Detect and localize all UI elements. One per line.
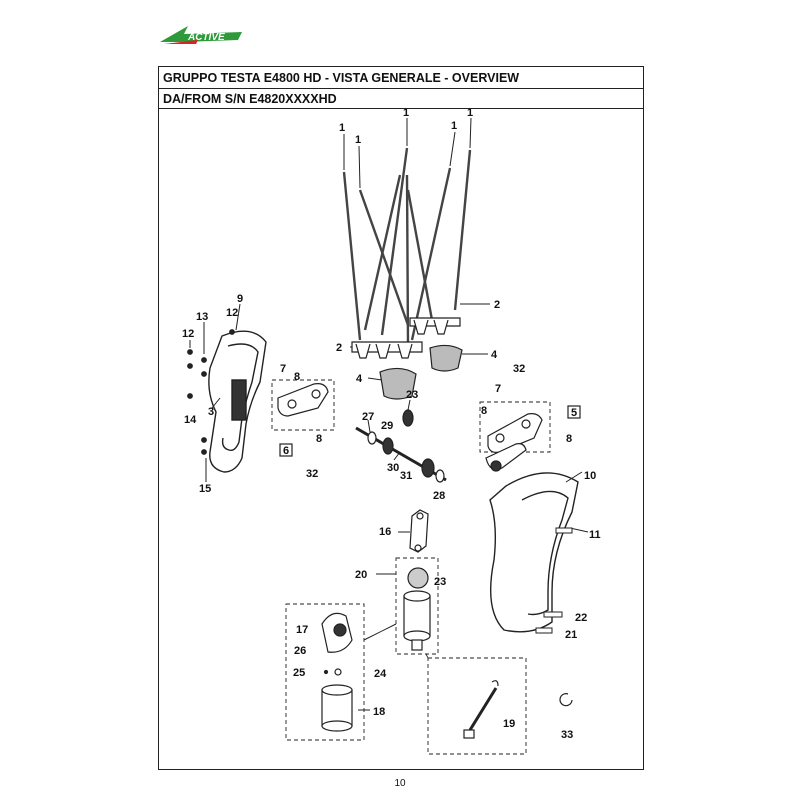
callout-11: 11 <box>589 529 601 541</box>
callout-3: 3 <box>208 406 214 418</box>
callout-16: 16 <box>379 526 391 538</box>
callout-7: 7 <box>280 363 286 375</box>
screw-set <box>187 329 235 455</box>
callout-labels: 1 1 1 1 1 2 2 3 4 4 5 6 7 7 8 8 8 8 9 10… <box>182 107 601 741</box>
gearbox-group <box>285 603 365 741</box>
callout-28: 28 <box>433 490 445 502</box>
callout-27: 27 <box>362 411 374 423</box>
handle-shell-left <box>208 330 267 473</box>
callout-30: 30 <box>387 462 399 474</box>
callout-32: 32 <box>513 363 525 375</box>
callout-5: 5 <box>571 407 577 419</box>
callout-18: 18 <box>373 706 385 718</box>
bracket-group-6 <box>271 379 335 431</box>
callout-1: 1 <box>451 120 457 132</box>
callout-24: 24 <box>374 668 387 680</box>
callout-2: 2 <box>336 342 342 354</box>
ribs-assembly <box>342 147 472 346</box>
box-label-5 <box>567 405 581 419</box>
callout-8: 8 <box>566 433 572 445</box>
callout-13: 13 <box>196 311 208 323</box>
callout-12: 12 <box>226 307 238 319</box>
cable-assembly <box>463 680 499 739</box>
callout-33: 33 <box>561 729 573 741</box>
cable-group <box>427 657 527 755</box>
callout-6: 6 <box>283 445 289 457</box>
callout-26: 26 <box>294 645 306 657</box>
callout-19: 19 <box>503 718 515 730</box>
active-logo: ACTIVE <box>160 26 242 44</box>
callout-10: 10 <box>584 470 596 482</box>
battery-cylinder <box>321 684 353 732</box>
diagram-frame: GRUPPO TESTA E4800 HD - VISTA GENERALE -… <box>158 66 644 770</box>
callout-23: 23 <box>406 389 418 401</box>
callout-8: 8 <box>481 405 487 417</box>
rib-hub <box>351 317 461 359</box>
callout-14: 14 <box>184 414 197 426</box>
callout-1: 1 <box>403 107 409 119</box>
callout-2: 2 <box>494 299 500 311</box>
rubber-boot <box>379 344 463 400</box>
callout-12: 12 <box>182 328 194 340</box>
retaining-ring <box>559 693 573 707</box>
callout-15: 15 <box>199 483 211 495</box>
callout-1: 1 <box>355 134 361 146</box>
callout-4: 4 <box>491 349 498 361</box>
motor-group <box>395 557 439 655</box>
callout-1: 1 <box>467 107 473 119</box>
serial-number: DA/FROM S/N E4820XXXXHD <box>159 89 643 109</box>
logo-text: ACTIVE <box>187 32 225 43</box>
right-arm <box>489 471 589 633</box>
callout-8: 8 <box>316 433 322 445</box>
callout-20: 20 <box>355 569 367 581</box>
page-number: 10 <box>394 778 406 789</box>
box-label-6 <box>279 443 293 457</box>
link-bar <box>409 509 429 553</box>
callout-25: 25 <box>293 667 305 679</box>
callout-7: 7 <box>495 383 501 395</box>
callout-32: 32 <box>306 468 318 480</box>
callout-22: 22 <box>575 612 587 624</box>
callout-31: 31 <box>400 470 412 482</box>
callout-8: 8 <box>294 371 300 383</box>
callout-17: 17 <box>296 624 308 636</box>
callout-1: 1 <box>339 122 345 134</box>
gearbox-housing <box>321 612 353 653</box>
callout-23: 23 <box>434 576 446 588</box>
motor <box>403 567 431 651</box>
callout-29: 29 <box>381 420 393 432</box>
callout-4: 4 <box>356 373 363 385</box>
drive-shaft <box>355 409 447 483</box>
callout-21: 21 <box>565 629 577 641</box>
callout-9: 9 <box>237 293 243 305</box>
page-title: GRUPPO TESTA E4800 HD - VISTA GENERALE -… <box>159 67 643 89</box>
